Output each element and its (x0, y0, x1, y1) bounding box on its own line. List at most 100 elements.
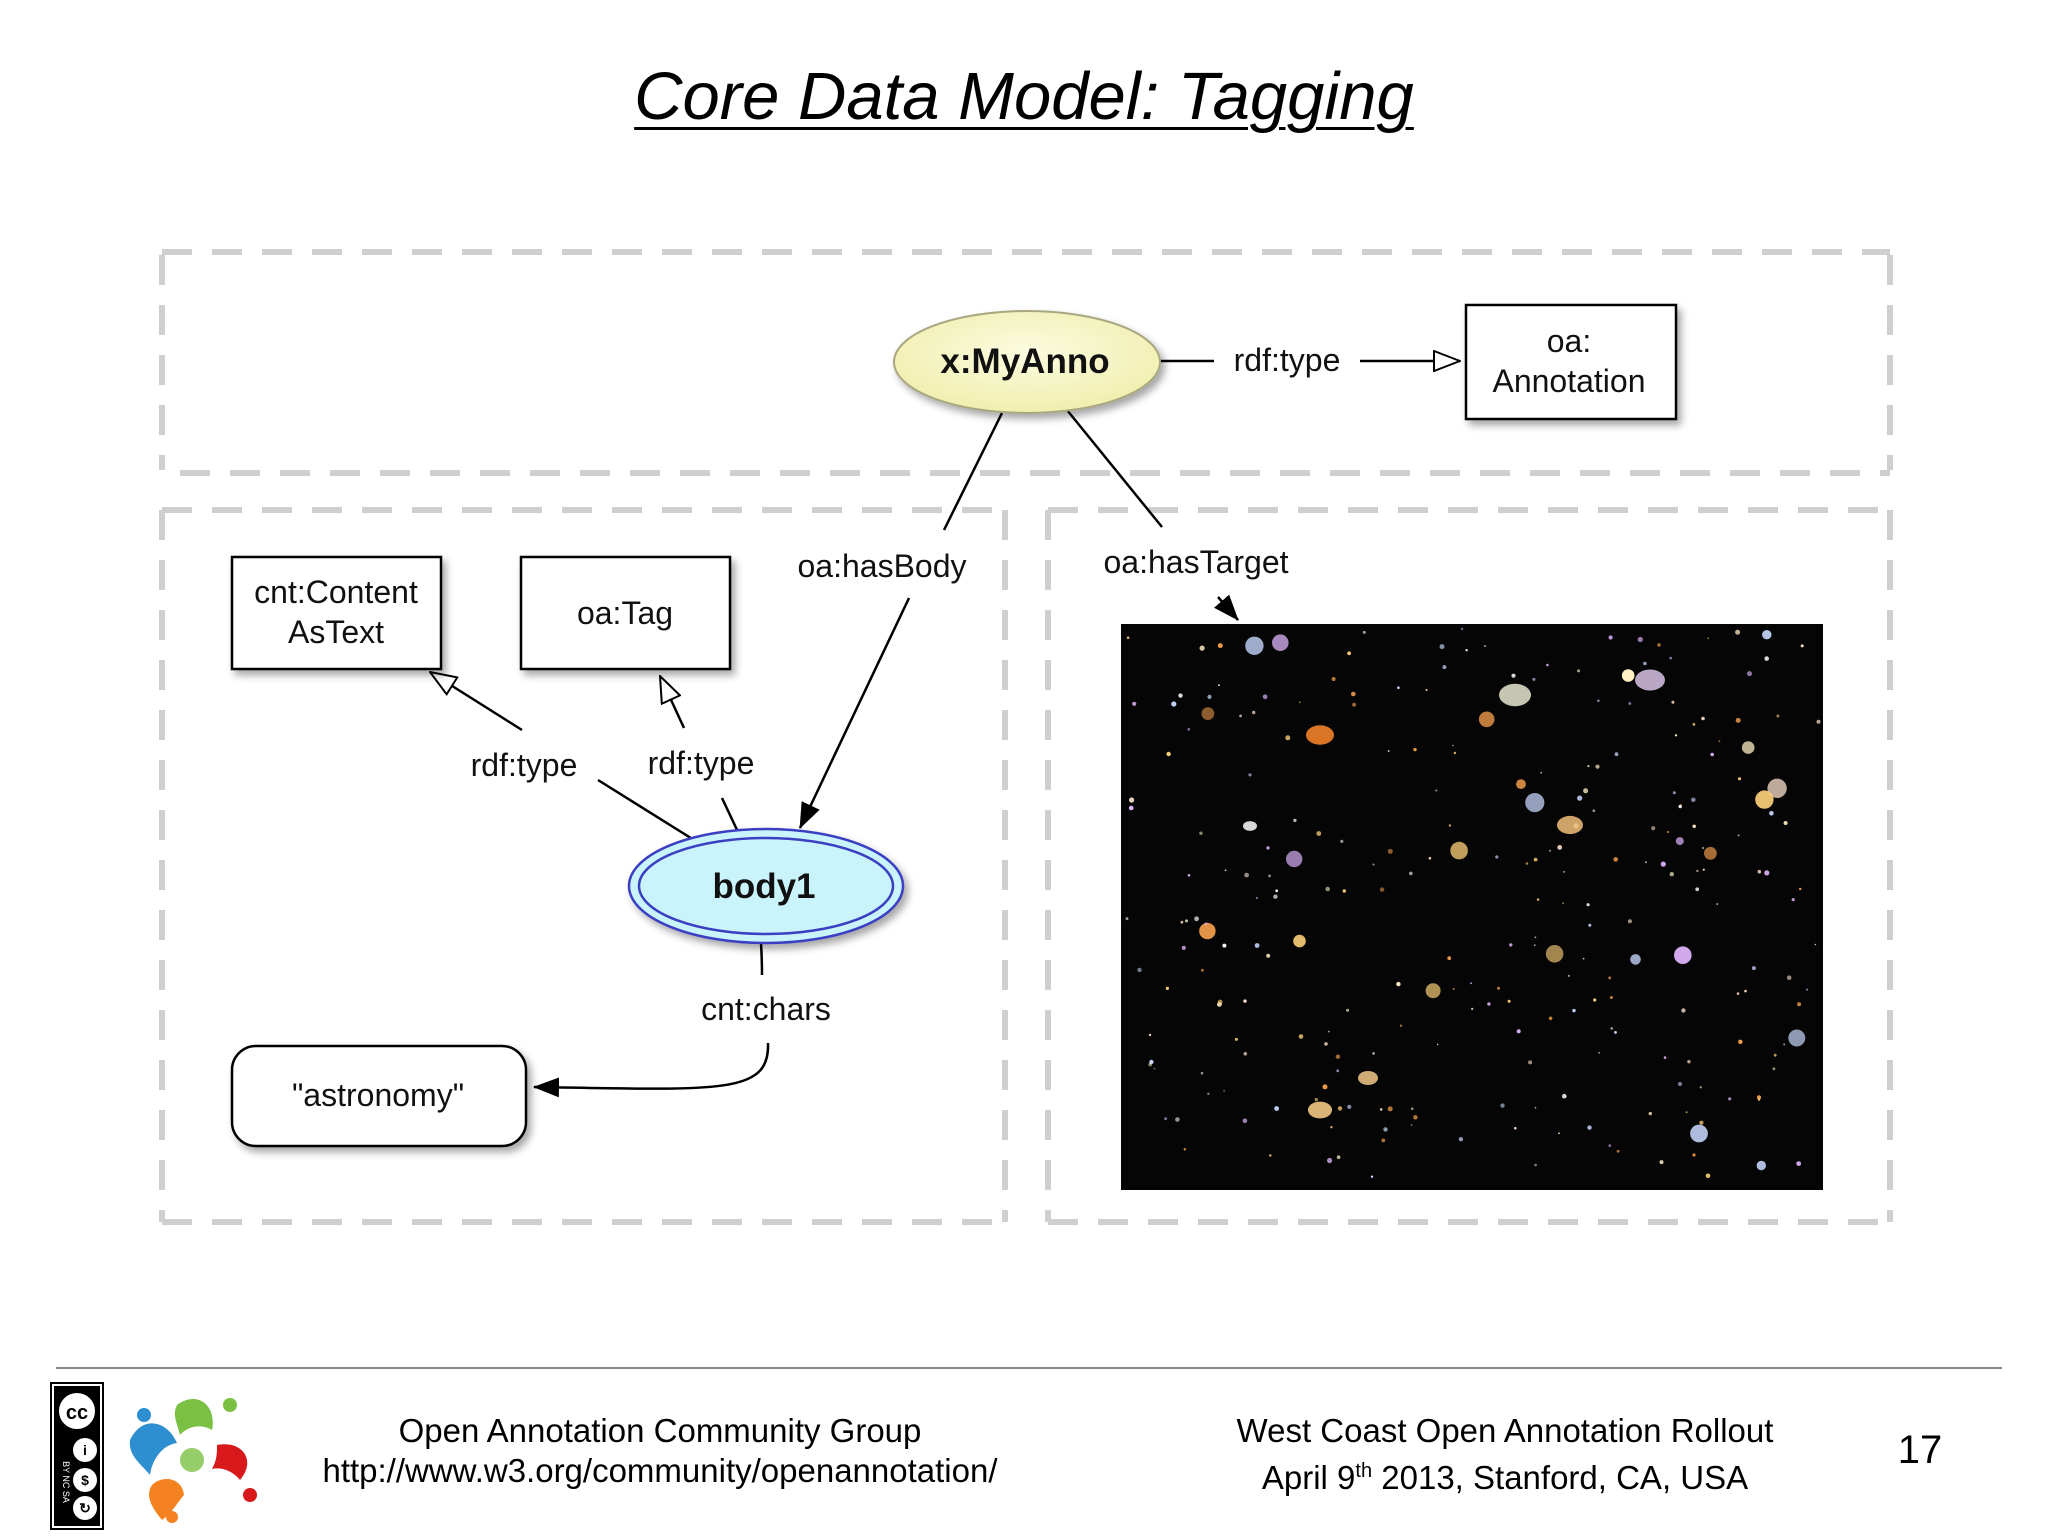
star (1204, 922, 1208, 926)
star (1450, 841, 1468, 860)
open-annotation-logo-icon (129, 1398, 257, 1523)
star (1324, 1042, 1328, 1046)
star (1183, 1148, 1187, 1151)
star (1452, 988, 1455, 990)
star (1199, 831, 1203, 835)
star (1224, 869, 1227, 872)
star (1248, 773, 1252, 777)
star (1370, 1175, 1374, 1178)
star (1293, 818, 1297, 823)
star (1379, 1108, 1383, 1111)
star (1691, 797, 1696, 803)
star (1757, 869, 1762, 874)
star (1643, 661, 1647, 666)
star (1495, 855, 1499, 859)
star (1525, 862, 1529, 865)
star (1387, 750, 1390, 752)
star (1533, 857, 1538, 862)
star (1728, 1097, 1732, 1101)
star (1534, 1163, 1537, 1167)
star (1217, 999, 1223, 1005)
star (1737, 834, 1740, 837)
star (1453, 751, 1457, 755)
star (1783, 821, 1788, 825)
star (1533, 944, 1536, 947)
star (1598, 1052, 1600, 1054)
star (1546, 663, 1549, 667)
node-body1: body1 (627, 827, 905, 945)
node-label-content-as-text-1: cnt:Content (254, 574, 418, 610)
star (1707, 637, 1709, 639)
node-label-literal: "astronomy" (292, 1077, 464, 1113)
star (1786, 975, 1792, 980)
star (1692, 723, 1696, 726)
star (1666, 831, 1669, 833)
star (1428, 856, 1432, 860)
star (1663, 1056, 1667, 1059)
star (1254, 943, 1260, 948)
star (1592, 809, 1596, 812)
star (1439, 644, 1445, 650)
galaxy (1557, 815, 1583, 835)
star (1613, 857, 1618, 862)
star (1816, 719, 1821, 724)
star (1572, 1008, 1576, 1013)
star (1814, 943, 1817, 946)
star (1460, 627, 1464, 631)
star (1744, 989, 1747, 993)
footer-date-rest: 2013, Stanford, CA, USA (1372, 1459, 1749, 1496)
star (1587, 1125, 1592, 1130)
edge-label-cnt-chars: cnt:chars (701, 991, 831, 1027)
edge-label-has-target: oa:hasTarget (1103, 544, 1288, 580)
star (1608, 1144, 1612, 1147)
star (1716, 903, 1718, 905)
star (1200, 968, 1204, 972)
star (1379, 887, 1385, 892)
star (1129, 797, 1135, 803)
star (1690, 1124, 1708, 1143)
star (1769, 811, 1774, 816)
star (1242, 1118, 1248, 1124)
star (1497, 986, 1500, 990)
dashed-region-left (159, 507, 1008, 1225)
node-label-oa-annotation-1: oa: (1547, 323, 1591, 359)
svg-text:$: $ (81, 1472, 89, 1488)
star (1452, 744, 1454, 747)
star (1588, 923, 1592, 927)
star (1762, 630, 1772, 640)
star (1351, 691, 1356, 697)
edge-label-has-body: oa:hasBody (797, 548, 966, 584)
star (1399, 1024, 1403, 1027)
star (1487, 1002, 1491, 1006)
edge-label-rdf-type-left: rdf:type (471, 747, 578, 783)
node-oa-tag: oa:Tag (519, 555, 732, 671)
footer-url[interactable]: http://www.w3.org/community/openannotati… (322, 1452, 998, 1489)
footer-right: West Coast Open Annotation Rollout April… (1185, 1411, 1825, 1498)
star (1207, 1092, 1210, 1095)
star (1181, 945, 1186, 951)
star (1255, 896, 1258, 900)
star (1223, 1090, 1225, 1092)
star (1514, 1126, 1517, 1130)
star (1435, 789, 1438, 792)
star (1478, 711, 1495, 728)
star (1175, 1117, 1180, 1122)
footer-date-prefix: April 9 (1261, 1459, 1356, 1496)
star (1756, 1095, 1762, 1100)
star (1702, 868, 1705, 871)
star (1299, 701, 1301, 703)
galaxy (1358, 1071, 1378, 1085)
star (1540, 771, 1543, 774)
star (1274, 1106, 1279, 1111)
star (1783, 1043, 1786, 1046)
star (1525, 793, 1545, 813)
star (1413, 1115, 1418, 1120)
page-number: 17 (1897, 1428, 1943, 1472)
star (1180, 920, 1184, 924)
star (1298, 1034, 1304, 1039)
star (1244, 872, 1249, 878)
star (1342, 889, 1347, 893)
svg-text:BY NC SA: BY NC SA (61, 1461, 71, 1503)
star (1674, 946, 1692, 964)
